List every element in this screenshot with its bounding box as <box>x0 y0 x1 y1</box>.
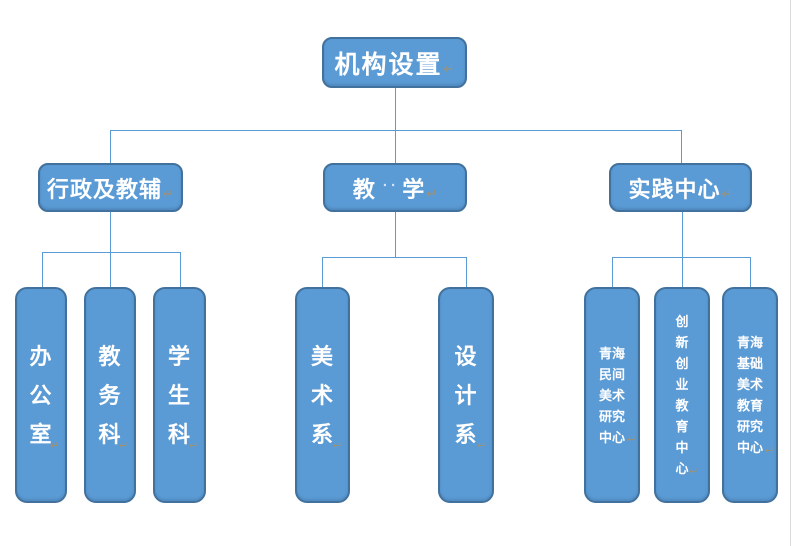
connector-drop-student <box>180 252 181 287</box>
paragraph-mark-icon: ↵ <box>50 440 60 452</box>
org-node-office-label: 办公室 <box>29 343 53 447</box>
org-node-teaching-label-left: 教 <box>352 176 376 202</box>
org-node-practice-label: 实践中心 <box>628 176 721 202</box>
org-node-fine-arts-dept-label: 美术系 <box>310 343 334 447</box>
org-node-root-label: 机构设置 <box>334 50 443 79</box>
paragraph-mark-icon: ↵ <box>426 186 438 201</box>
paragraph-mark-icon: ↵ <box>443 61 455 76</box>
connector-drop-folkart <box>612 257 613 287</box>
connector-practice-stem <box>682 212 683 287</box>
connector-drop-admin <box>110 130 111 163</box>
org-node-folk-art-center[interactable]: 青海民间美术研究中心 ↵ <box>584 287 640 503</box>
paragraph-mark-icon: ↵ <box>627 434 637 446</box>
org-node-office[interactable]: 办公室 ↵ <box>15 287 67 503</box>
paragraph-mark-icon: ↵ <box>477 440 487 452</box>
org-node-innovation-center-label: 创新创业教育中心 <box>675 314 689 476</box>
connector-admin-stem <box>110 212 111 287</box>
org-node-fine-arts-dept[interactable]: 美术系 ↵ <box>295 287 350 503</box>
org-node-innovation-center[interactable]: 创新创业教育中心 ↵ <box>654 287 710 503</box>
org-node-student-affairs-label: 学生科 <box>167 343 191 447</box>
org-node-academic-affairs-label: 教务科 <box>98 343 122 447</box>
org-node-basic-art-center-label: 青海基础美术教育研究中心 <box>736 335 763 455</box>
org-node-basic-art-center[interactable]: 青海基础美术教育研究中心 ↵ <box>722 287 778 503</box>
org-node-admin[interactable]: 行政及教辅 ↵ <box>38 163 183 212</box>
paragraph-mark-icon: ↵ <box>163 186 174 201</box>
paragraph-mark-icon: ↵ <box>119 440 129 452</box>
paragraph-mark-icon: ↵ <box>689 466 699 478</box>
org-node-root[interactable]: 机构设置 ↵ <box>322 37 467 88</box>
paragraph-mark-icon: ↵ <box>721 186 733 201</box>
org-node-design-dept-label: 设计系 <box>454 343 478 447</box>
connector-drop-office <box>42 252 43 287</box>
connector-admin-horizontal <box>42 252 181 253</box>
connector-drop-design <box>466 257 467 287</box>
connector-drop-finearts <box>322 257 323 287</box>
space-marks-icon: ∙∙ <box>382 177 400 194</box>
page-edge-line <box>790 0 791 546</box>
org-node-student-affairs[interactable]: 学生科 ↵ <box>153 287 206 503</box>
org-node-practice[interactable]: 实践中心 ↵ <box>609 163 752 212</box>
org-node-academic-affairs[interactable]: 教务科 ↵ <box>84 287 136 503</box>
org-node-teaching[interactable]: 教 ∙∙ 学 ↵ <box>323 163 467 212</box>
connector-practice-horizontal <box>612 257 751 258</box>
org-node-design-dept[interactable]: 设计系 ↵ <box>438 287 494 503</box>
connector-root-stem <box>395 88 396 163</box>
connector-level1-horizontal <box>110 130 682 131</box>
org-node-folk-art-center-label: 青海民间美术研究中心 <box>598 345 625 445</box>
connector-teaching-stem <box>395 212 396 257</box>
org-node-teaching-label-right: 学 <box>402 176 426 202</box>
connector-drop-basicart <box>750 257 751 287</box>
paragraph-mark-icon: ↵ <box>765 445 775 457</box>
paragraph-mark-icon: ↵ <box>189 440 199 452</box>
org-node-admin-label: 行政及教辅 <box>47 176 163 202</box>
connector-teaching-horizontal <box>322 257 467 258</box>
paragraph-mark-icon: ↵ <box>333 440 343 452</box>
connector-drop-practice <box>681 130 682 163</box>
